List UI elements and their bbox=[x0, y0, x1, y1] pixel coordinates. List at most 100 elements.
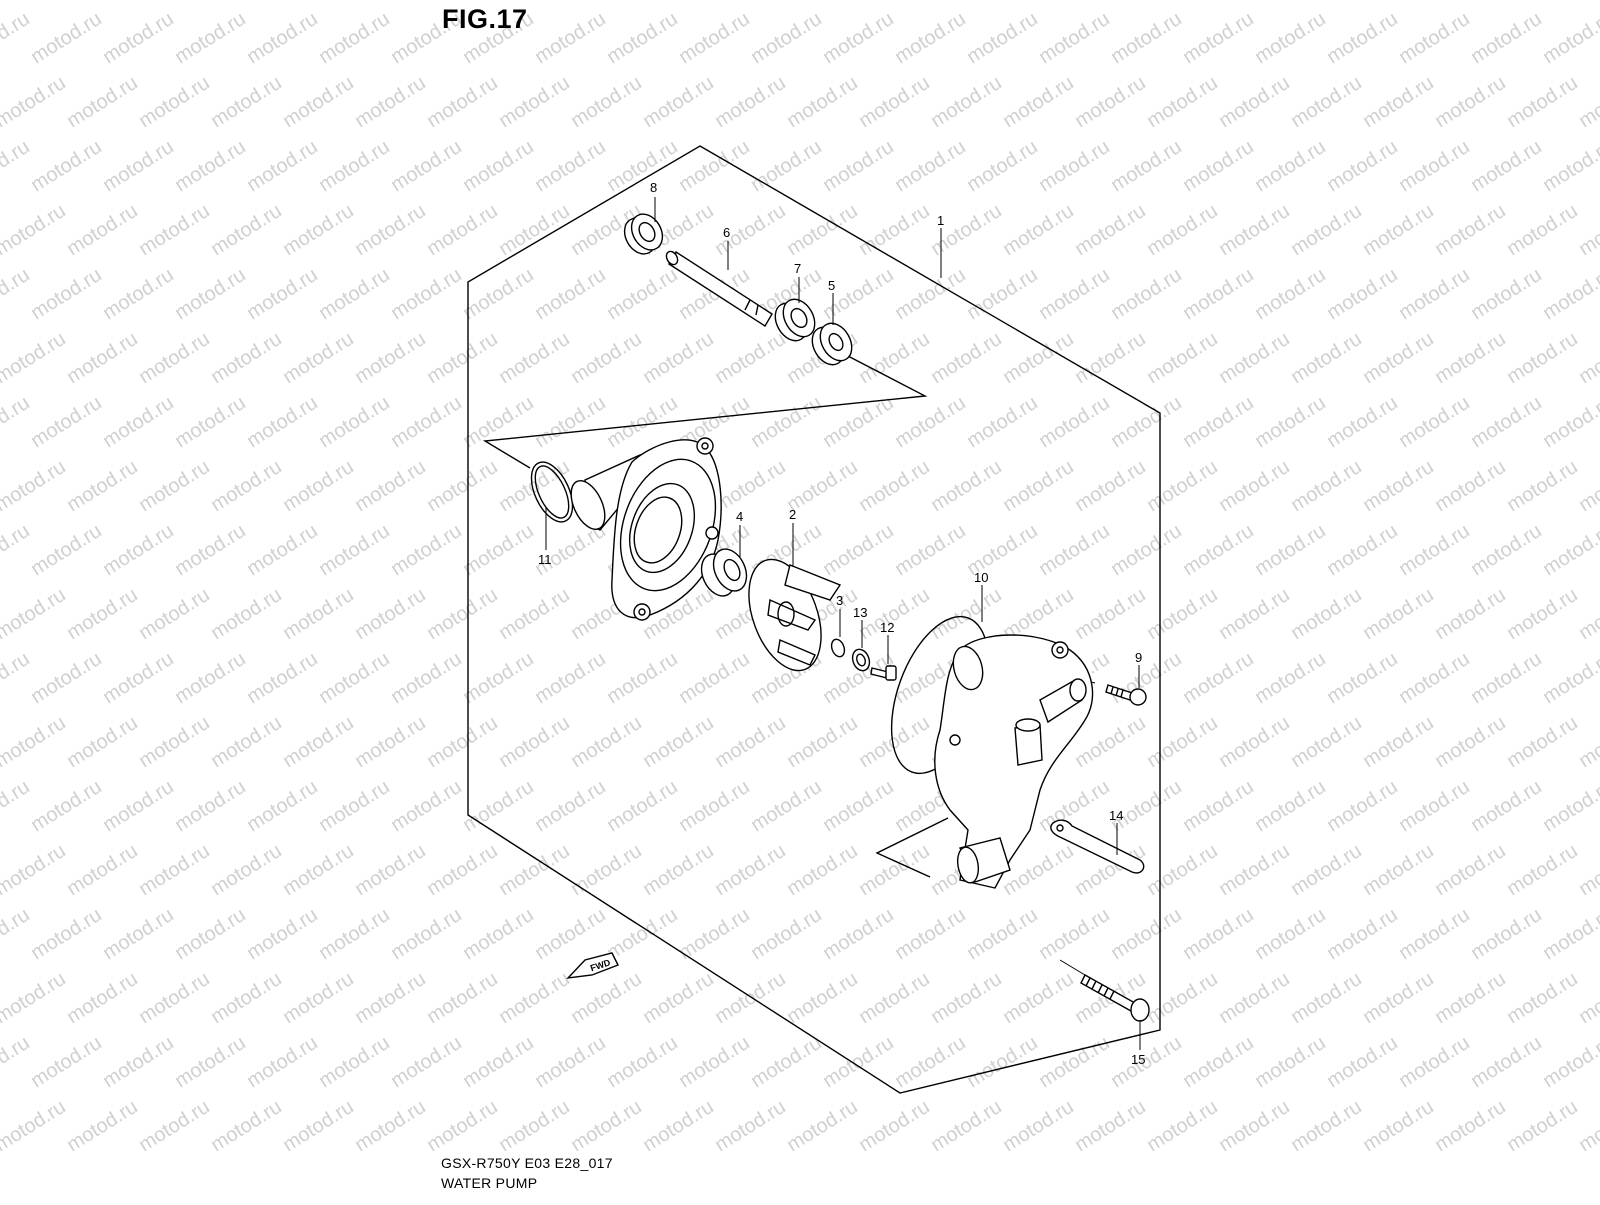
watermark-text: motod.ru bbox=[711, 968, 790, 1028]
watermark-text: motod.ru bbox=[1323, 648, 1402, 708]
watermark-text: motod.ru bbox=[1467, 392, 1546, 452]
watermark-text: motod.ru bbox=[1395, 904, 1474, 964]
watermark-text: motod.ru bbox=[1287, 968, 1366, 1028]
watermark-text: motod.ru bbox=[207, 1096, 286, 1156]
watermark-text: motod.ru bbox=[207, 72, 286, 132]
watermark-text: motod.ru bbox=[1467, 776, 1546, 836]
watermark-text: motod.ru bbox=[495, 584, 574, 644]
watermark-text: motod.ru bbox=[1071, 72, 1150, 132]
watermark-text: motod.ru bbox=[207, 200, 286, 260]
watermark-text: motod.ru bbox=[495, 1096, 574, 1156]
watermark-text: motod.ru bbox=[315, 776, 394, 836]
callout-labels: 8 6 7 5 1 4 2 3 13 12 10 11 9 14 15 bbox=[538, 180, 1145, 1067]
watermark-text: motod.ru bbox=[63, 200, 142, 260]
watermark-text: motod.ru bbox=[279, 840, 358, 900]
watermark-text: motod.ru bbox=[999, 72, 1078, 132]
watermark-text: motod.ru bbox=[819, 776, 898, 836]
callout-10: 10 bbox=[974, 570, 988, 585]
watermark-text: motod.ru bbox=[171, 904, 250, 964]
watermark-text: motod.ru bbox=[423, 200, 502, 260]
watermark-text: motod.ru bbox=[171, 648, 250, 708]
callout-5: 5 bbox=[828, 278, 835, 293]
watermark-text: motod.ru bbox=[711, 72, 790, 132]
watermark-text: motod.ru bbox=[495, 456, 574, 516]
watermark-text: motod.ru bbox=[1035, 392, 1114, 452]
watermark-text: motod.ru bbox=[1575, 1096, 1600, 1156]
part-bolt-15 bbox=[1080, 974, 1150, 1022]
watermark-text: motod.ru bbox=[1503, 0, 1582, 4]
watermark-text: motod.ru bbox=[99, 1032, 178, 1092]
watermark-text: motod.ru bbox=[243, 8, 322, 68]
watermark-text: motod.ru bbox=[27, 520, 106, 580]
watermark-text: motod.ru bbox=[1287, 328, 1366, 388]
watermark-text: motod.ru bbox=[1539, 136, 1600, 196]
watermark-text: motod.ru bbox=[855, 200, 934, 260]
watermark-text: motod.ru bbox=[135, 72, 214, 132]
callout-15: 15 bbox=[1131, 1052, 1145, 1067]
watermark-text: motod.ru bbox=[1179, 776, 1258, 836]
watermark-text: motod.ru bbox=[603, 136, 682, 196]
watermark-text: motod.ru bbox=[1359, 72, 1438, 132]
watermark-text: motod.ru bbox=[999, 200, 1078, 260]
watermark-text: motod.ru bbox=[207, 328, 286, 388]
watermark-text: motod.ru bbox=[567, 840, 646, 900]
watermark-text: motod.ru bbox=[1215, 584, 1294, 644]
callout-8: 8 bbox=[650, 180, 657, 195]
watermark-text: motod.ru bbox=[747, 776, 826, 836]
shaft-guide-line bbox=[482, 354, 928, 469]
watermark-text: motod.ru bbox=[1503, 328, 1582, 388]
watermark-text: motod.ru bbox=[315, 520, 394, 580]
watermark-text: motod.ru bbox=[1575, 72, 1600, 132]
watermark-text: motod.ru bbox=[927, 72, 1006, 132]
watermark-text: motod.ru bbox=[0, 1096, 70, 1156]
watermark-text: motod.ru bbox=[675, 1032, 754, 1092]
watermark-text: motod.ru bbox=[1071, 584, 1150, 644]
part-bolt-12 bbox=[870, 665, 897, 681]
watermark-text: motod.ru bbox=[0, 776, 34, 836]
watermark-text: motod.ru bbox=[1107, 776, 1186, 836]
watermark-text: motod.ru bbox=[891, 8, 970, 68]
watermark-text: motod.ru bbox=[855, 0, 934, 4]
watermark-text: motod.ru bbox=[1287, 456, 1366, 516]
watermark-text: motod.ru bbox=[1431, 1096, 1510, 1156]
watermark-text: motod.ru bbox=[1071, 456, 1150, 516]
watermark-text: motod.ru bbox=[315, 904, 394, 964]
watermark-text: motod.ru bbox=[1539, 392, 1600, 452]
watermark-text: motod.ru bbox=[999, 456, 1078, 516]
watermark-text: motod.ru bbox=[423, 1096, 502, 1156]
watermark-text: motod.ru bbox=[1107, 136, 1186, 196]
watermark-text: motod.ru bbox=[1107, 1032, 1186, 1092]
part-bearing-8 bbox=[623, 213, 664, 255]
watermark-text: motod.ru bbox=[1467, 1032, 1546, 1092]
bolt15-guide-line bbox=[1059, 959, 1086, 976]
watermark-text: motod.ru bbox=[531, 1032, 610, 1092]
watermark-text: motod.ru bbox=[207, 584, 286, 644]
watermark-text: motod.ru bbox=[1323, 776, 1402, 836]
watermark-text: motod.ru bbox=[891, 904, 970, 964]
watermark-text: motod.ru bbox=[603, 264, 682, 324]
watermark-text: motod.ru bbox=[135, 712, 214, 772]
watermark-text: motod.ru bbox=[207, 968, 286, 1028]
watermark-text: motod.ru bbox=[63, 840, 142, 900]
watermark-text: motod.ru bbox=[747, 8, 826, 68]
watermark-text: motod.ru bbox=[423, 72, 502, 132]
watermark-text: motod.ru bbox=[711, 1096, 790, 1156]
watermark-text: motod.ru bbox=[855, 840, 934, 900]
watermark-text: motod.ru bbox=[1323, 392, 1402, 452]
watermark-text: motod.ru bbox=[279, 0, 358, 4]
part-mechanical-seal-4 bbox=[700, 548, 748, 597]
watermark-text: motod.ru bbox=[1503, 200, 1582, 260]
watermark-text: motod.ru bbox=[495, 712, 574, 772]
watermark-text: motod.ru bbox=[675, 8, 754, 68]
watermark-text: motod.ru bbox=[1575, 456, 1600, 516]
watermark-text: motod.ru bbox=[351, 712, 430, 772]
watermark-text: motod.ru bbox=[855, 712, 934, 772]
watermark-text: motod.ru bbox=[1323, 264, 1402, 324]
watermark-text: motod.ru bbox=[423, 968, 502, 1028]
watermark-text: motod.ru bbox=[387, 904, 466, 964]
watermark-text: motod.ru bbox=[99, 8, 178, 68]
watermark-text: motod.ru bbox=[1251, 264, 1330, 324]
watermark-text: motod.ru bbox=[1539, 1032, 1600, 1092]
watermark-text: motod.ru bbox=[27, 136, 106, 196]
watermark-text: motod.ru bbox=[1431, 840, 1510, 900]
